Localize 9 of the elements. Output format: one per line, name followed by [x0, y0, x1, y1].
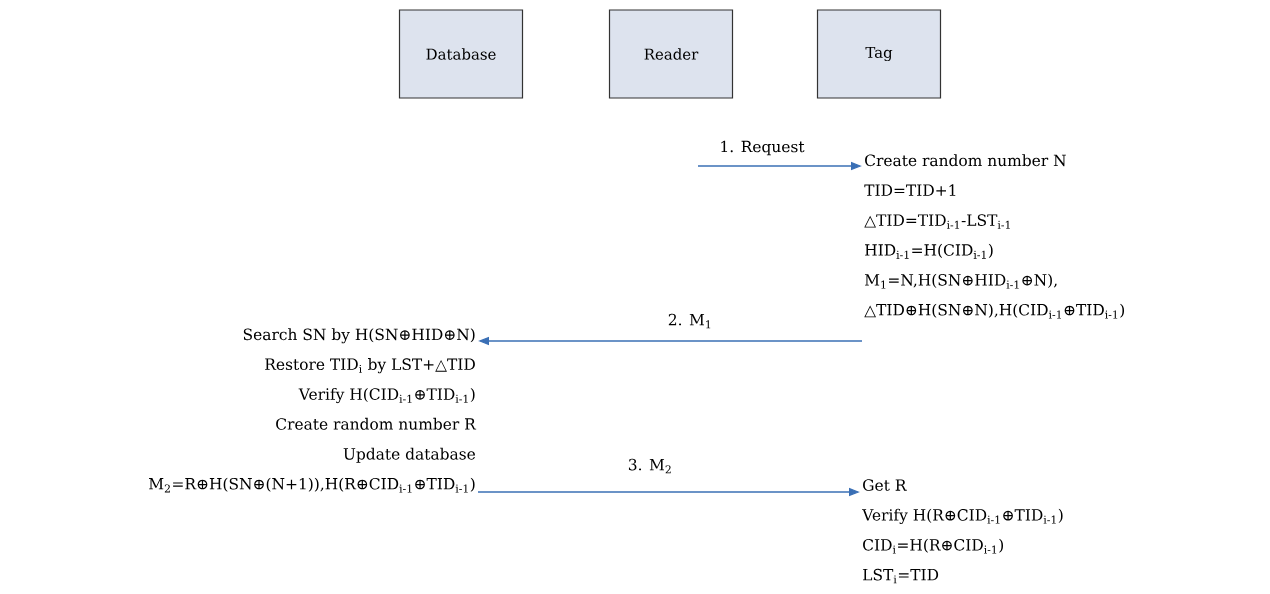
edge-label: 1. Request [718, 139, 806, 157]
edge-label: 2. M$_{1}$ [666, 312, 714, 330]
edge-label: 3. M$_{2}$ [626, 457, 674, 475]
step-text: Search SN by H(SN⊕HID⊕N) Restore TID$_{i}$ by LST+△TID Verify H(CID$_{i-1}$⊕TID$_{i-1}$) Create random number R Update database M$_{2}$=R⊕H(SN⊕(N+1)),H(R⊕CID$_{i-1}$⊕TID$_{i-1}$) [149, 328, 477, 493]
step-text: Get R Verify H(R⊕CID$_{i-1}$⊕TID$_{i-1}$) CID$_{i}$=H(R⊕CID$_{i-1}$) LST$_{i}$=TID [862, 479, 1063, 584]
step-text: Create random number N TID=TID+1 △TID=TID$_{i-1}$-LST$_{i-1}$ HID$_{i-1}$=H(CID$_{i-1}$) M$_{1}$=N,H(SN⊕HID$_{i-1}$⊕N), △TID⊕H(SN⊕N),H(CID$_{i-1}$⊕TID$_{i-1}$) [864, 154, 1125, 319]
actor-box: Reader [608, 9, 734, 99]
actor-box: Database [398, 9, 524, 99]
actor-box: Tag [816, 9, 942, 99]
